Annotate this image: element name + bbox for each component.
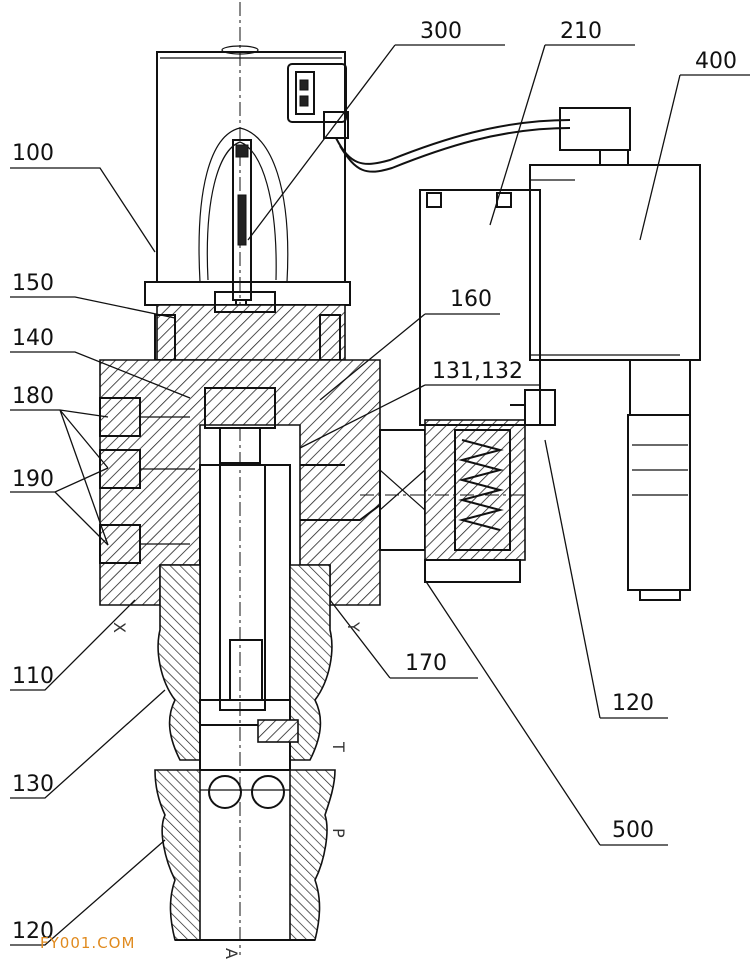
label-190: 190 xyxy=(12,467,54,492)
module-connector xyxy=(510,389,556,426)
label-150: 150 xyxy=(12,271,54,296)
label-120-bottom: 120 xyxy=(12,919,54,944)
spool-sleeve xyxy=(199,464,291,726)
label-110: 110 xyxy=(12,664,54,689)
label-300: 300 xyxy=(420,19,462,44)
label-180: 180 xyxy=(12,384,54,409)
pilot-stage xyxy=(360,419,526,583)
label-500: 500 xyxy=(612,818,654,843)
port-y: Y xyxy=(344,621,363,632)
label-100: 100 xyxy=(12,141,54,166)
port-t: T xyxy=(329,741,348,752)
port-a: A xyxy=(222,948,241,959)
label-131-132: 131,132 xyxy=(432,359,523,384)
solenoid-connector xyxy=(287,63,349,139)
signal-cable xyxy=(335,119,571,165)
valve-body xyxy=(99,359,381,606)
port-p: P xyxy=(329,828,348,838)
label-210: 210 xyxy=(560,19,602,44)
solenoid-coil-housing xyxy=(144,45,351,306)
leader-lines xyxy=(10,44,750,946)
lower-cartridge xyxy=(154,769,336,941)
cartridge-body xyxy=(157,564,333,771)
label-120-right: 120 xyxy=(612,691,654,716)
control-module xyxy=(529,107,701,601)
port-x: X xyxy=(110,622,129,633)
mounting-flange xyxy=(154,291,346,361)
label-140: 140 xyxy=(12,326,54,351)
label-170: 170 xyxy=(405,651,447,676)
watermark: FY001.COM xyxy=(40,934,135,952)
label-130: 130 xyxy=(12,772,54,797)
label-400: 400 xyxy=(695,49,737,74)
label-160: 160 xyxy=(450,287,492,312)
